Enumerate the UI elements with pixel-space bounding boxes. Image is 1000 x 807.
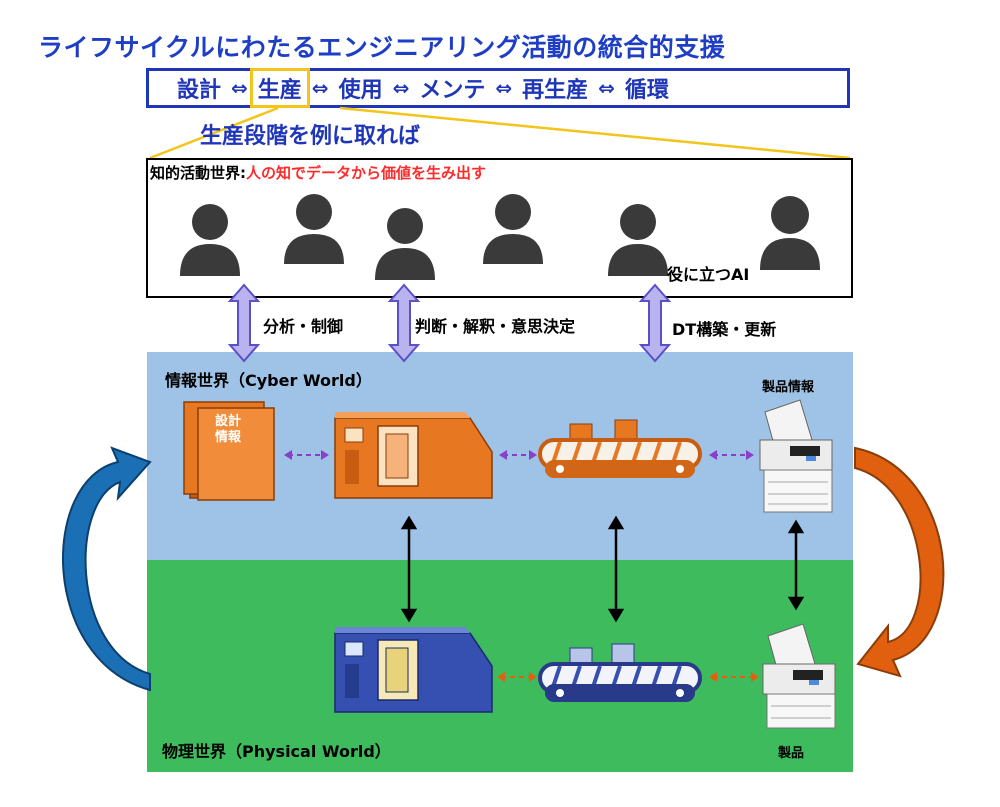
knowledge-world-label: 知的活動世界:人の知でデータから価値を生み出す: [150, 162, 486, 183]
physical-world-area: [147, 560, 853, 772]
action-dt-build: DT構築・更新: [672, 320, 777, 339]
phase-design: 設計: [177, 78, 222, 103]
physical-world-label: 物理世界（Physical World）: [162, 742, 391, 761]
physical-product-printer-icon: [762, 623, 836, 729]
cyber-conveyor-icon: [538, 419, 702, 478]
right-cycle-arrow: [854, 446, 945, 678]
cyber-physical-links: [400, 515, 805, 623]
phase-separator: ⇔: [392, 76, 410, 100]
phase-production-highlighted: 生産: [249, 68, 310, 108]
phase-circulation: 循環: [624, 78, 669, 103]
useful-ai-label: 役に立つAI: [667, 265, 750, 284]
person-icon: [483, 194, 543, 264]
cyber-machine-icon: [334, 412, 493, 499]
person-icon: [760, 196, 820, 270]
physical-machine-icon: [334, 627, 493, 713]
cyber-link-arrowheads: [284, 450, 754, 460]
person-icon: [375, 208, 435, 280]
knowledge-world-box: [146, 158, 853, 298]
phase-maintenance: メンテ: [419, 78, 486, 103]
cyber-product-printer-icon: [759, 399, 833, 513]
action-judgement: 判断・解釈・意思決定: [415, 317, 576, 336]
knowledge-world-tagline: 人の知でデータから価値を生み出す: [246, 164, 487, 182]
cyber-world-label: 情報世界（Cyber World）: [165, 371, 372, 390]
person-icon: [180, 204, 240, 276]
design-document-icon: [183, 401, 275, 501]
phase-use: 使用: [338, 78, 383, 103]
phase-separator: ⇔: [231, 76, 248, 100]
page-title: ライフサイクルにわたるエンジニアリング活動の統合的支援: [38, 33, 726, 62]
design-info-label: 設計 情報: [215, 414, 242, 445]
example-caption: 生産段階を例に取れば: [200, 124, 421, 149]
phase-separator: ⇔: [311, 76, 329, 100]
left-cycle-arrow: [62, 446, 152, 692]
physical-conveyor-icon: [538, 643, 702, 702]
product-label: 製品: [778, 746, 805, 761]
phase-reproduction: 再生産: [522, 78, 589, 103]
product-info-label: 製品情報: [762, 380, 815, 395]
lifecycle-phase-bar: 設計 ⇔ 生産 ⇔ 使用 ⇔ メンテ ⇔ 再生産 ⇔ 循環: [146, 68, 850, 108]
phase-separator: ⇔: [598, 76, 615, 100]
phase-separator: ⇔: [495, 76, 513, 100]
person-icon: [284, 194, 344, 264]
person-icon: [608, 204, 668, 276]
knowledge-world-name: 知的活動世界:: [150, 164, 246, 182]
action-analysis-control: 分析・制御: [263, 317, 344, 336]
physical-link-arrowheads: [497, 672, 759, 682]
